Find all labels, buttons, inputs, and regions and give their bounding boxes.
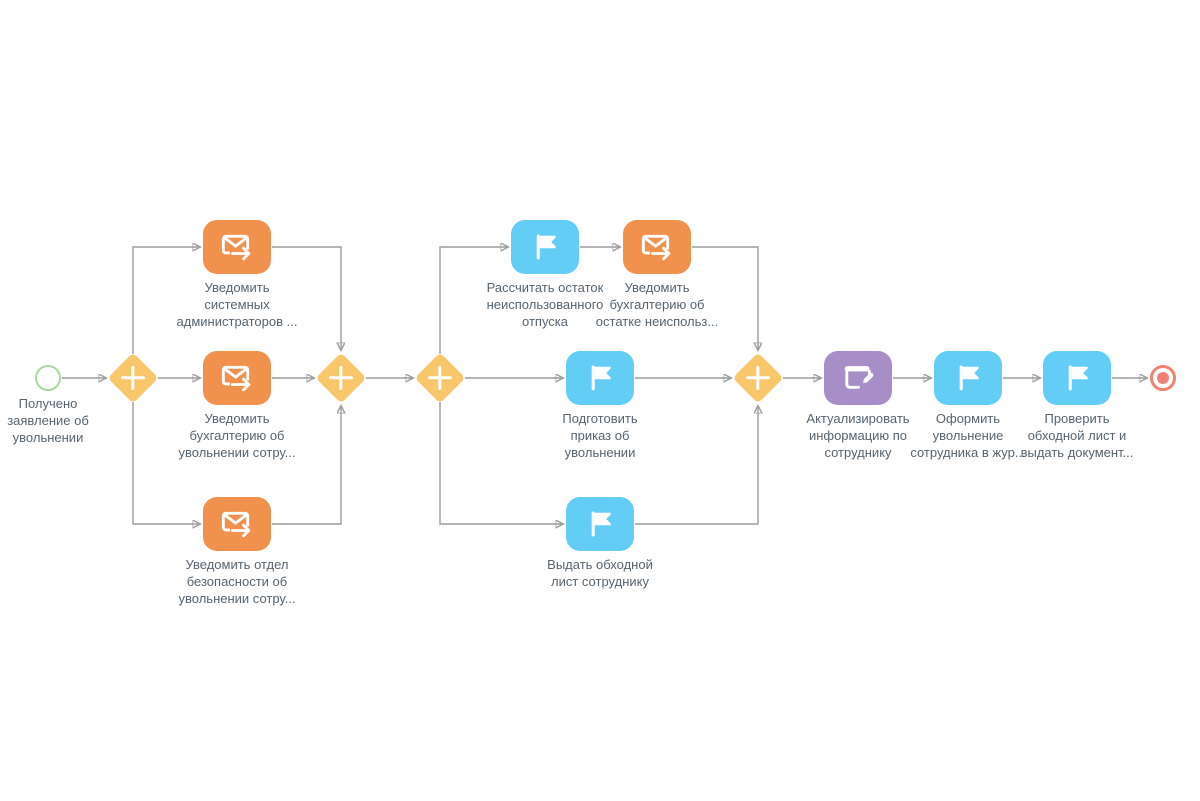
task-label: Уведомить бухгалтерию об остатке неиспол… bbox=[595, 280, 719, 329]
flow-task1-to-gw2[interactable] bbox=[272, 246, 341, 350]
task-label: Рассчитать остаток неиспользованного отп… bbox=[486, 280, 604, 329]
task-label: Подготовить приказ об увольнении bbox=[562, 411, 638, 460]
parallel-gateway-split-2[interactable] bbox=[414, 352, 466, 404]
task-register-dismissal[interactable] bbox=[934, 351, 1002, 405]
task-notify-sysadmins[interactable] bbox=[203, 220, 271, 274]
plus-icon bbox=[323, 360, 359, 396]
flow-task5-to-gw4[interactable] bbox=[692, 246, 758, 350]
flag-icon bbox=[1068, 365, 1088, 391]
start-event-label: Получено заявление об увольнении bbox=[7, 396, 89, 445]
task-check-clearance-sheet[interactable] bbox=[1043, 351, 1111, 405]
task-label: Выдать обходной лист сотруднику bbox=[547, 557, 653, 589]
parallel-gateway-join-1[interactable] bbox=[315, 352, 367, 404]
task-label: Оформить увольнение сотрудника в жур... bbox=[910, 411, 1026, 460]
plus-icon bbox=[422, 360, 458, 396]
parallel-gateway-join-2[interactable] bbox=[732, 352, 784, 404]
mail-send-icon bbox=[221, 234, 252, 261]
task-notify-accounting-balance[interactable] bbox=[623, 220, 691, 274]
mail-send-icon bbox=[641, 234, 672, 261]
flag-icon bbox=[591, 365, 611, 391]
task-issue-clearance-sheet[interactable] bbox=[566, 497, 634, 551]
edit-form-icon bbox=[844, 366, 874, 389]
task-label: Проверить обходной лист и выдать докумен… bbox=[1020, 411, 1134, 460]
flow-gw3-to-task7[interactable] bbox=[439, 402, 563, 524]
flag-icon bbox=[536, 234, 556, 260]
task-update-employee-info[interactable] bbox=[824, 351, 892, 405]
mail-send-icon bbox=[221, 511, 252, 538]
flow-task3-to-gw2[interactable] bbox=[272, 406, 341, 525]
end-event-dot bbox=[1157, 372, 1169, 384]
task-label: Уведомить бухгалтерию об увольнении сотр… bbox=[178, 411, 296, 460]
parallel-gateway-split-1[interactable] bbox=[107, 352, 159, 404]
flag-icon bbox=[591, 511, 611, 537]
task-label: Актуализировать информацию по сотруднику bbox=[806, 411, 910, 460]
flow-gw1-to-task1[interactable] bbox=[132, 247, 200, 354]
start-event[interactable] bbox=[35, 365, 61, 391]
task-notify-accounting[interactable] bbox=[203, 351, 271, 405]
task-label: Уведомить системных администраторов ... bbox=[176, 280, 298, 329]
plus-icon bbox=[115, 360, 151, 396]
flow-gw1-to-task3[interactable] bbox=[132, 402, 200, 524]
task-prepare-order[interactable] bbox=[566, 351, 634, 405]
flag-icon bbox=[959, 365, 979, 391]
flow-task7-to-gw4[interactable] bbox=[635, 406, 758, 525]
mail-send-icon bbox=[221, 365, 252, 392]
task-calc-vacation-balance[interactable] bbox=[511, 220, 579, 274]
task-label: Уведомить отдел безопасности об увольнен… bbox=[178, 557, 296, 606]
plus-icon bbox=[740, 360, 776, 396]
flow-gw3-to-task4[interactable] bbox=[439, 247, 508, 354]
task-notify-security[interactable] bbox=[203, 497, 271, 551]
end-event[interactable] bbox=[1150, 365, 1176, 391]
